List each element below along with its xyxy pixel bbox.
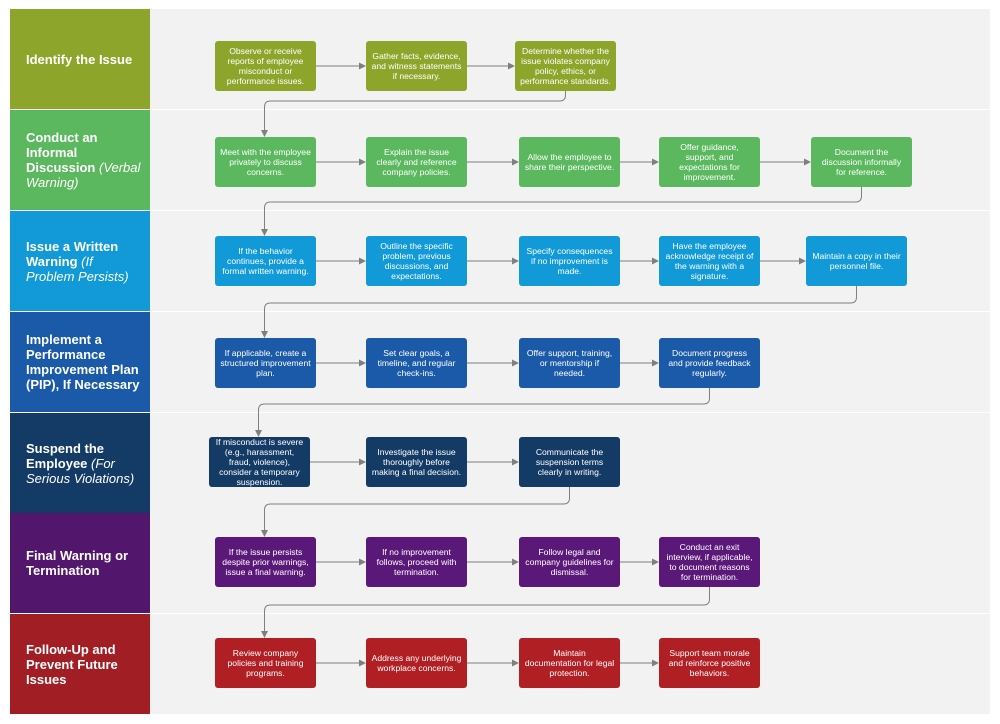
phase-subtitle: (If Problem Persists) <box>26 253 129 284</box>
phase-header-text: Identify the Issue <box>26 52 132 67</box>
phase-header-suspend-the-employee: Suspend the Employee (For Serious Violat… <box>10 413 150 513</box>
phase-lane-5: Suspend the Employee (For Serious Violat… <box>10 413 990 513</box>
phase-lane-2: Conduct an Informal Discussion (Verbal W… <box>10 110 990 210</box>
step-box: Document progress and provide feedback r… <box>659 338 760 388</box>
step-box: If the issue persists despite prior warn… <box>215 537 316 587</box>
step-box: Document the discussion informally for r… <box>811 137 912 187</box>
step-box: Have the employee acknowledge receipt of… <box>659 236 760 286</box>
phase-header-identify-the-issue: Identify the Issue <box>10 9 150 109</box>
step-box: Maintain a copy in their personnel file. <box>806 236 907 286</box>
step-box: Investigate the issue thoroughly before … <box>366 437 467 487</box>
step-box: Observe or receive reports of employee m… <box>215 41 316 91</box>
phase-header-text: Follow-Up and Prevent Future Issues <box>26 642 144 687</box>
phase-header-text: Suspend the Employee (For Serious Violat… <box>26 441 144 486</box>
step-box: Allow the employee to share their perspe… <box>519 137 620 187</box>
phase-header-text: Implement a Performance Improvement Plan… <box>26 332 144 392</box>
step-box: Offer guidance, support, and expectation… <box>659 137 760 187</box>
step-box: Maintain documentation for legal protect… <box>519 638 620 688</box>
phase-header-conduct-an-informal-discussion: Conduct an Informal Discussion (Verbal W… <box>10 110 150 210</box>
step-box: Support team morale and reinforce positi… <box>659 638 760 688</box>
step-box: Specify consequences if no improvement i… <box>519 236 620 286</box>
phase-header-follow-up-and-prevent-future-issues: Follow-Up and Prevent Future Issues <box>10 614 150 714</box>
phase-title: Suspend the Employee <box>26 440 105 471</box>
phase-title: Issue a Written Warning <box>26 238 119 269</box>
step-box: Address any underlying workplace concern… <box>366 638 467 688</box>
phase-header-final-warning-or-termination: Final Warning or Termination <box>10 513 150 613</box>
phase-lane-4: Implement a Performance Improvement Plan… <box>10 312 990 412</box>
phase-header-text: Issue a Written Warning (If Problem Pers… <box>26 239 144 284</box>
step-box: Follow legal and company guidelines for … <box>519 537 620 587</box>
step-box: Offer support, training, or mentorship i… <box>519 338 620 388</box>
phase-header-implement-a-performance-improvement-plan-pip-if-necessary: Implement a Performance Improvement Plan… <box>10 312 150 412</box>
phase-header-issue-a-written-warning: Issue a Written Warning (If Problem Pers… <box>10 211 150 311</box>
step-box: Explain the issue clearly and reference … <box>366 137 467 187</box>
phase-lane-1: Identify the Issue Observe or receive rep… <box>10 9 990 109</box>
step-box: Meet with the employee privately to disc… <box>215 137 316 187</box>
step-box: Communicate the suspension terms clearly… <box>519 437 620 487</box>
step-box: Gather facts, evidence, and witness stat… <box>366 41 467 91</box>
step-box: Review company policies and training pro… <box>215 638 316 688</box>
phase-title: Follow-Up and Prevent Future Issues <box>26 641 118 687</box>
phase-title: Final Warning or Termination <box>26 548 129 578</box>
phase-title: Identify the Issue <box>26 51 133 67</box>
phase-subtitle: (For Serious Violations) <box>26 455 135 486</box>
step-box: If applicable, create a structured impro… <box>215 338 316 388</box>
step-box: If no improvement follows, proceed with … <box>366 537 467 587</box>
step-box: If misconduct is severe (e.g., harassmen… <box>209 437 310 487</box>
phase-title: Conduct an Informal Discussion <box>26 130 98 175</box>
phase-header-text: Conduct an Informal Discussion (Verbal W… <box>26 130 144 190</box>
step-box: Outline the specific problem, previous d… <box>366 236 467 286</box>
phase-lane-6: Final Warning or Termination If the issue… <box>10 513 990 613</box>
phase-subtitle: (Verbal Warning) <box>26 160 141 190</box>
phase-header-text: Final Warning or Termination <box>26 548 144 578</box>
step-box: Determine whether the issue violates com… <box>515 41 616 91</box>
phase-lane-7: Follow-Up and Prevent Future Issues Revie… <box>10 614 990 714</box>
phase-title: Implement a Performance Improvement Plan… <box>26 332 140 392</box>
phase-lane-3: Issue a Written Warning (If Problem Pers… <box>10 211 990 311</box>
step-box: Set clear goals, a timeline, and regular… <box>366 338 467 388</box>
step-box: If the behavior continues, provide a for… <box>215 236 316 286</box>
step-box: Conduct an exit interview, if applicable… <box>659 537 760 587</box>
